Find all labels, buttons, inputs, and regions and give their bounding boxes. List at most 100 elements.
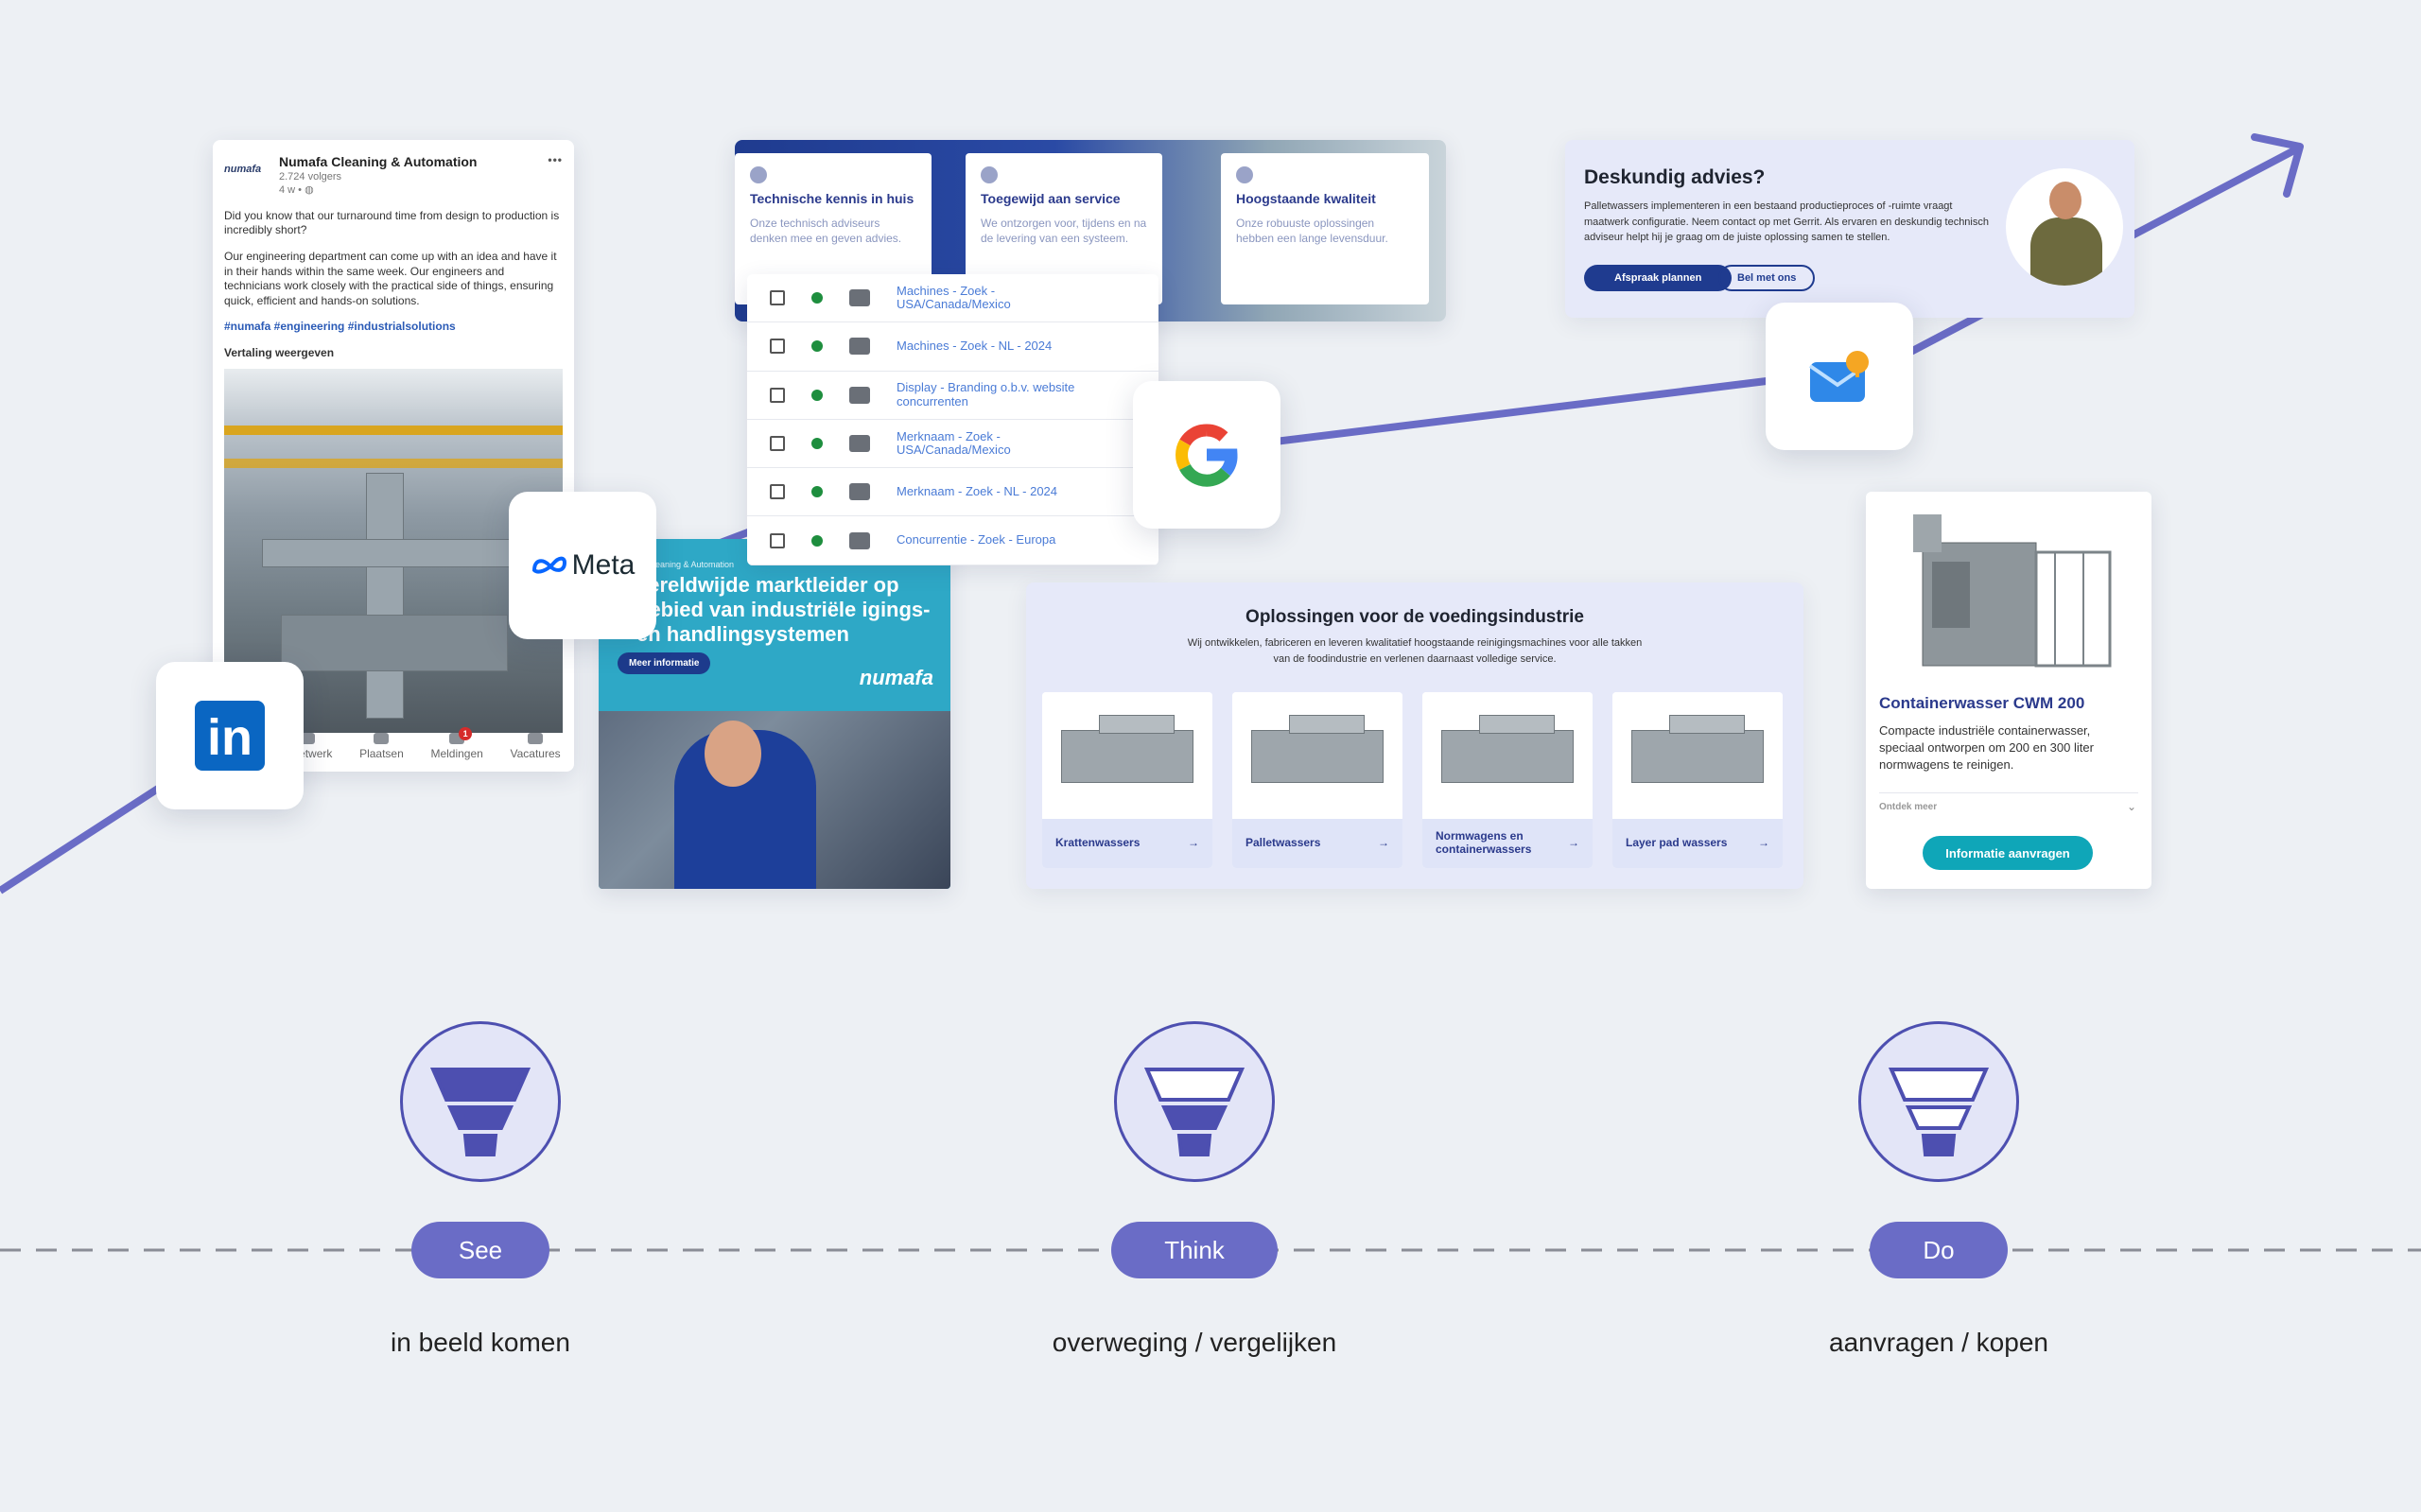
product-label: Palletwassers — [1245, 836, 1321, 850]
company-name[interactable]: Numafa Cleaning & Automation — [279, 154, 478, 169]
meta-infinity-icon — [531, 556, 566, 574]
advisor-avatar — [2006, 168, 2123, 286]
arrow-right-icon: → — [1378, 836, 1389, 850]
arrow-right-icon: → — [1568, 836, 1579, 850]
product-tile[interactable]: Palletwassers → — [1232, 692, 1402, 868]
campaign-row[interactable]: Machines - Zoek - USA/Canada/Mexico — [747, 274, 1158, 323]
search-icon — [849, 531, 870, 549]
campaign-row[interactable]: Display - Branding o.b.v. website concur… — [747, 372, 1158, 420]
product-label: Layer pad wassers — [1626, 836, 1728, 850]
stage-caption: overweging / vergelijken — [1052, 1328, 1337, 1357]
linkedin-post-card: numafa Numafa Cleaning & Automation 2.72… — [213, 140, 574, 772]
row-checkbox[interactable] — [770, 532, 785, 548]
numafa-logo: numafa — [859, 666, 933, 689]
status-active-dot — [811, 438, 823, 450]
arrow-right-icon: → — [1188, 836, 1199, 850]
campaign-row[interactable]: Merknaam - Zoek - NL - 2024 — [747, 468, 1158, 517]
meta-logo-tile: Meta — [509, 492, 656, 639]
google-logo-tile — [1133, 381, 1280, 529]
hashtags[interactable]: #numafa #engineering #industrialsolution… — [224, 320, 456, 334]
machine-image — [1422, 692, 1593, 819]
campaign-row[interactable]: Concurrentie - Zoek - Europa — [747, 516, 1158, 565]
funnel-icon — [1114, 1021, 1275, 1182]
row-checkbox[interactable] — [770, 436, 785, 452]
product-card: Containerwasser CWM 200 Compacte industr… — [1866, 492, 2151, 889]
product-tile[interactable]: Krattenwassers → — [1042, 692, 1212, 868]
search-icon — [849, 435, 870, 453]
campaign-row[interactable]: Machines - Zoek - NL - 2024 — [747, 322, 1158, 372]
ad-headline: vereldwijde marktleider op gebied van in… — [636, 573, 931, 646]
campaign-name[interactable]: Machines - Zoek - USA/Canada/Mexico — [897, 283, 1011, 312]
product-label: Normwagens en containerwassers — [1436, 829, 1532, 856]
product-title[interactable]: Containerwasser CWM 200 — [1879, 694, 2085, 712]
arrow-right-icon: → — [1758, 836, 1769, 850]
search-icon — [849, 289, 870, 307]
stage-pill: Think — [1111, 1222, 1278, 1278]
product-description: Compacte industriële containerwasser, sp… — [1879, 723, 2094, 773]
display-icon — [849, 386, 870, 404]
row-checkbox[interactable] — [770, 387, 785, 403]
stage-caption: in beeld komen — [391, 1328, 570, 1357]
translate-link[interactable]: Vertaling weergeven — [224, 345, 335, 359]
advice-title: Deskundig advies? — [1584, 166, 1766, 188]
google-g-icon — [1176, 424, 1238, 487]
status-active-dot — [811, 292, 823, 304]
funnel-icon — [1858, 1021, 2019, 1182]
status-active-dot — [811, 389, 823, 401]
expert-advice-card: Deskundig advies? Palletwassers implemen… — [1565, 140, 2134, 318]
ad-tagline: eaning & Automation — [655, 560, 735, 569]
banner-ad[interactable]: eaning & Automation vereldwijde marktlei… — [599, 539, 950, 889]
machine-image — [1232, 692, 1402, 819]
post-paragraph-2: Our engineering department can come up w… — [224, 249, 557, 307]
more-options-icon[interactable]: ••• — [548, 153, 563, 166]
check-icon — [750, 166, 767, 183]
campaign-row[interactable]: Merknaam - Zoek - USA/Canada/Mexico — [747, 420, 1158, 469]
row-checkbox[interactable] — [770, 484, 785, 500]
section-description: Wij ontwikkelen, fabriceren en leveren k… — [1187, 637, 1643, 665]
post-age: 4 w • ◍ — [279, 184, 314, 197]
row-checkbox[interactable] — [770, 339, 785, 355]
search-icon — [849, 338, 870, 356]
campaign-name[interactable]: Merknaam - Zoek - USA/Canada/Mexico — [897, 428, 1011, 458]
section-title: Oplossingen voor de voedingsindustrie — [1245, 607, 1584, 627]
service-item: Hoogstaande kwaliteit Onze robuuste oplo… — [1221, 153, 1429, 304]
funnel-icon — [400, 1021, 561, 1182]
product-tile[interactable]: Layer pad wassers → — [1612, 692, 1783, 868]
machine-image — [1042, 692, 1212, 819]
chevron-down-icon[interactable]: ⌄ — [2126, 800, 2136, 813]
row-checkbox[interactable] — [770, 290, 785, 306]
product-label: Krattenwassers — [1055, 836, 1141, 850]
follower-count: 2.724 volgers — [279, 171, 342, 183]
network-icon — [300, 733, 316, 745]
status-active-dot — [811, 340, 823, 353]
schedule-appointment-button[interactable]: Afspraak plannen — [1584, 265, 1733, 291]
company-logo: numafa — [224, 163, 262, 175]
post-paragraph-1: Did you know that our turnaround time fr… — [224, 208, 560, 237]
nav-jobs[interactable]: Vacatures — [511, 733, 561, 762]
arrow-head — [2251, 133, 2304, 198]
container-washer-image — [1913, 514, 2112, 668]
status-active-dot — [811, 534, 823, 547]
email-notification-icon — [1808, 351, 1869, 402]
campaign-name[interactable]: Concurrentie - Zoek - Europa — [897, 532, 1056, 547]
nav-post[interactable]: Plaatsen — [359, 733, 404, 762]
star-icon — [981, 166, 998, 183]
status-active-dot — [811, 486, 823, 498]
stage-caption: aanvragen / kopen — [1829, 1328, 2048, 1357]
call-us-button[interactable]: Bel met ons — [1718, 265, 1816, 291]
request-info-button[interactable]: Informatie aanvragen — [1923, 836, 2093, 870]
stage-pill: Do — [1870, 1222, 2008, 1278]
search-icon — [849, 483, 870, 501]
discover-more-toggle[interactable]: Ontdek meer — [1879, 802, 1938, 812]
campaign-name[interactable]: Machines - Zoek - NL - 2024 — [897, 339, 1053, 354]
product-tile[interactable]: Normwagens en containerwassers → — [1422, 692, 1593, 868]
linkedin-icon: in — [195, 701, 265, 771]
advice-description: Palletwassers implementeren in een besta… — [1584, 200, 1989, 243]
campaign-name[interactable]: Display - Branding o.b.v. website concur… — [897, 380, 1075, 408]
machine-image — [1612, 692, 1783, 819]
campaign-name[interactable]: Merknaam - Zoek - NL - 2024 — [897, 484, 1058, 499]
ad-more-info-button[interactable]: Meer informatie — [618, 652, 711, 674]
